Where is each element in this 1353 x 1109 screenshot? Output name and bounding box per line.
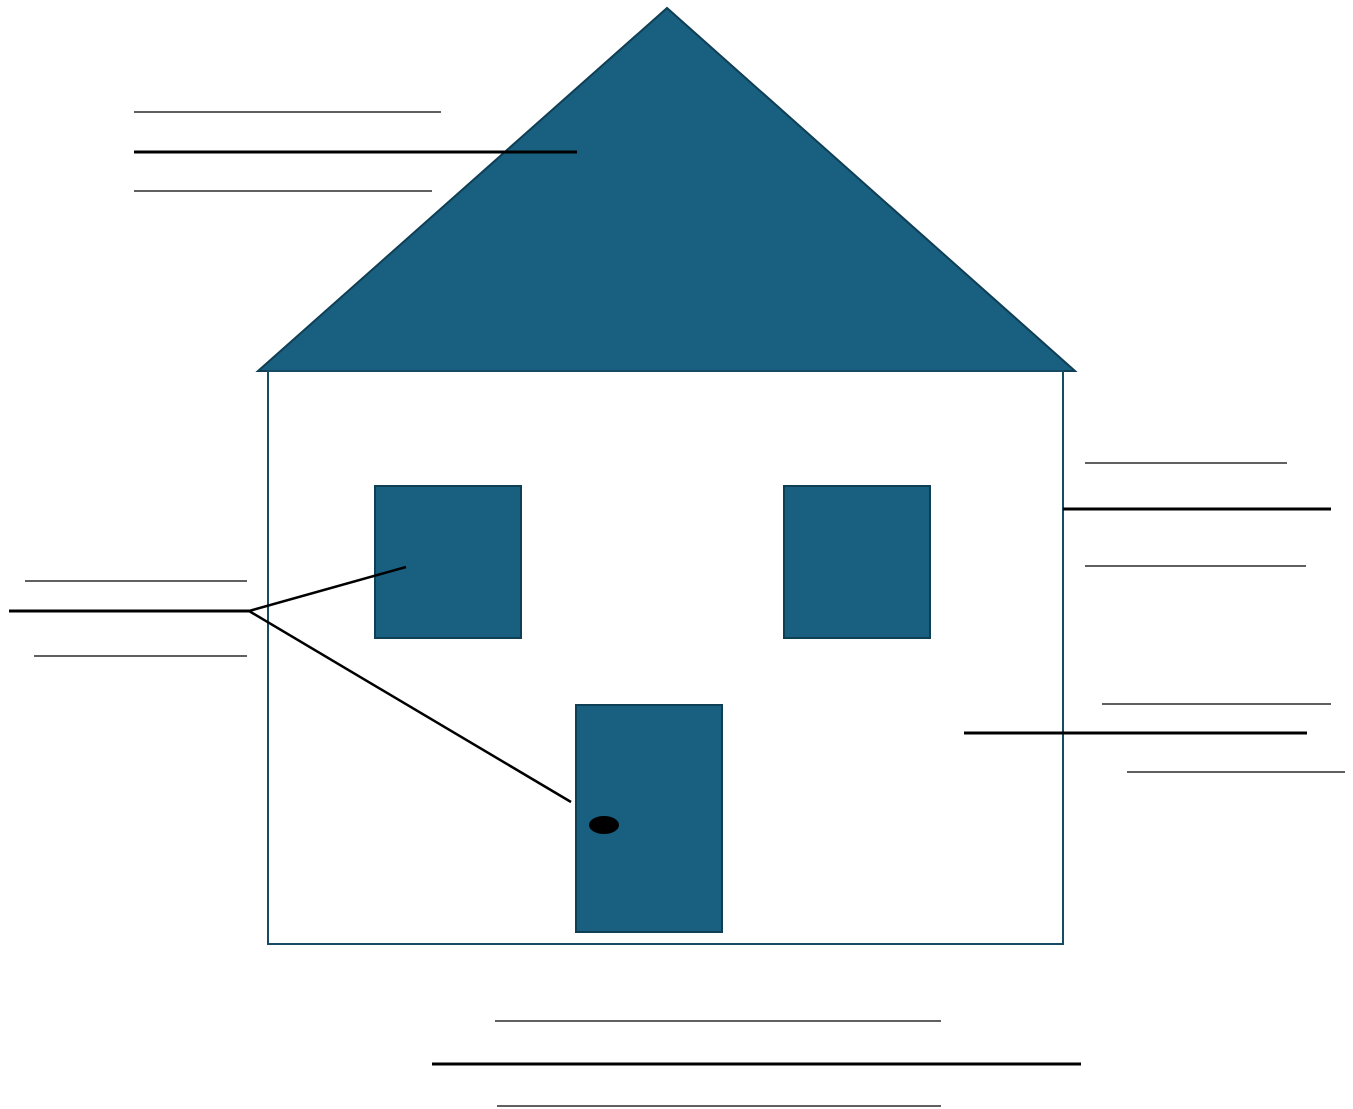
left-window xyxy=(375,486,521,638)
door-knob xyxy=(589,816,619,834)
right-window xyxy=(784,486,930,638)
